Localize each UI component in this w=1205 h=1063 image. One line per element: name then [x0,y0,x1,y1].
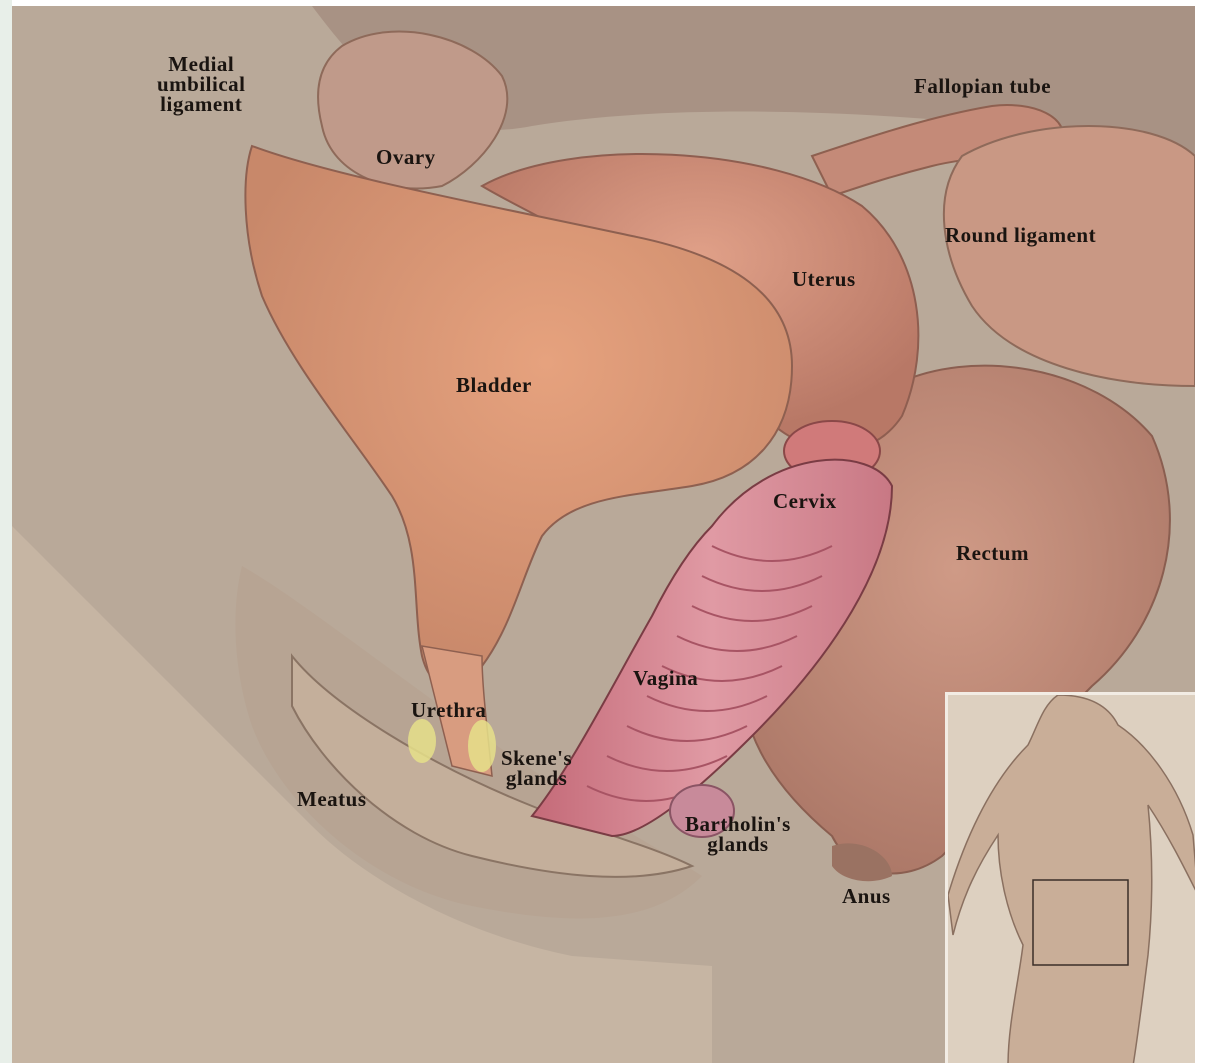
label-round-ligament: Round ligament [945,225,1096,245]
skenes-gland-right [468,720,496,772]
label-ovary: Ovary [376,147,436,167]
body-inset [945,692,1195,1063]
skenes-gland-left [408,719,436,763]
label-skenes-glands: Skene's glands [501,748,572,788]
label-uterus: Uterus [792,269,856,289]
label-anus: Anus [842,886,891,906]
label-meatus: Meatus [297,789,367,809]
label-fallopian-tube: Fallopian tube [914,76,1051,96]
label-bartholins-glands: Bartholin's glands [685,814,791,854]
label-medial-umbilical-ligament: Medial umbilical ligament [157,54,246,114]
anatomy-illustration: Medial umbilical ligament Ovary Fallopia… [12,6,1195,1063]
label-bladder: Bladder [456,375,532,395]
page-margin [0,0,12,1063]
inset-figure [948,695,1195,1063]
label-cervix: Cervix [773,491,837,511]
label-rectum: Rectum [956,543,1029,563]
label-vagina: Vagina [633,668,698,688]
label-urethra: Urethra [411,700,486,720]
